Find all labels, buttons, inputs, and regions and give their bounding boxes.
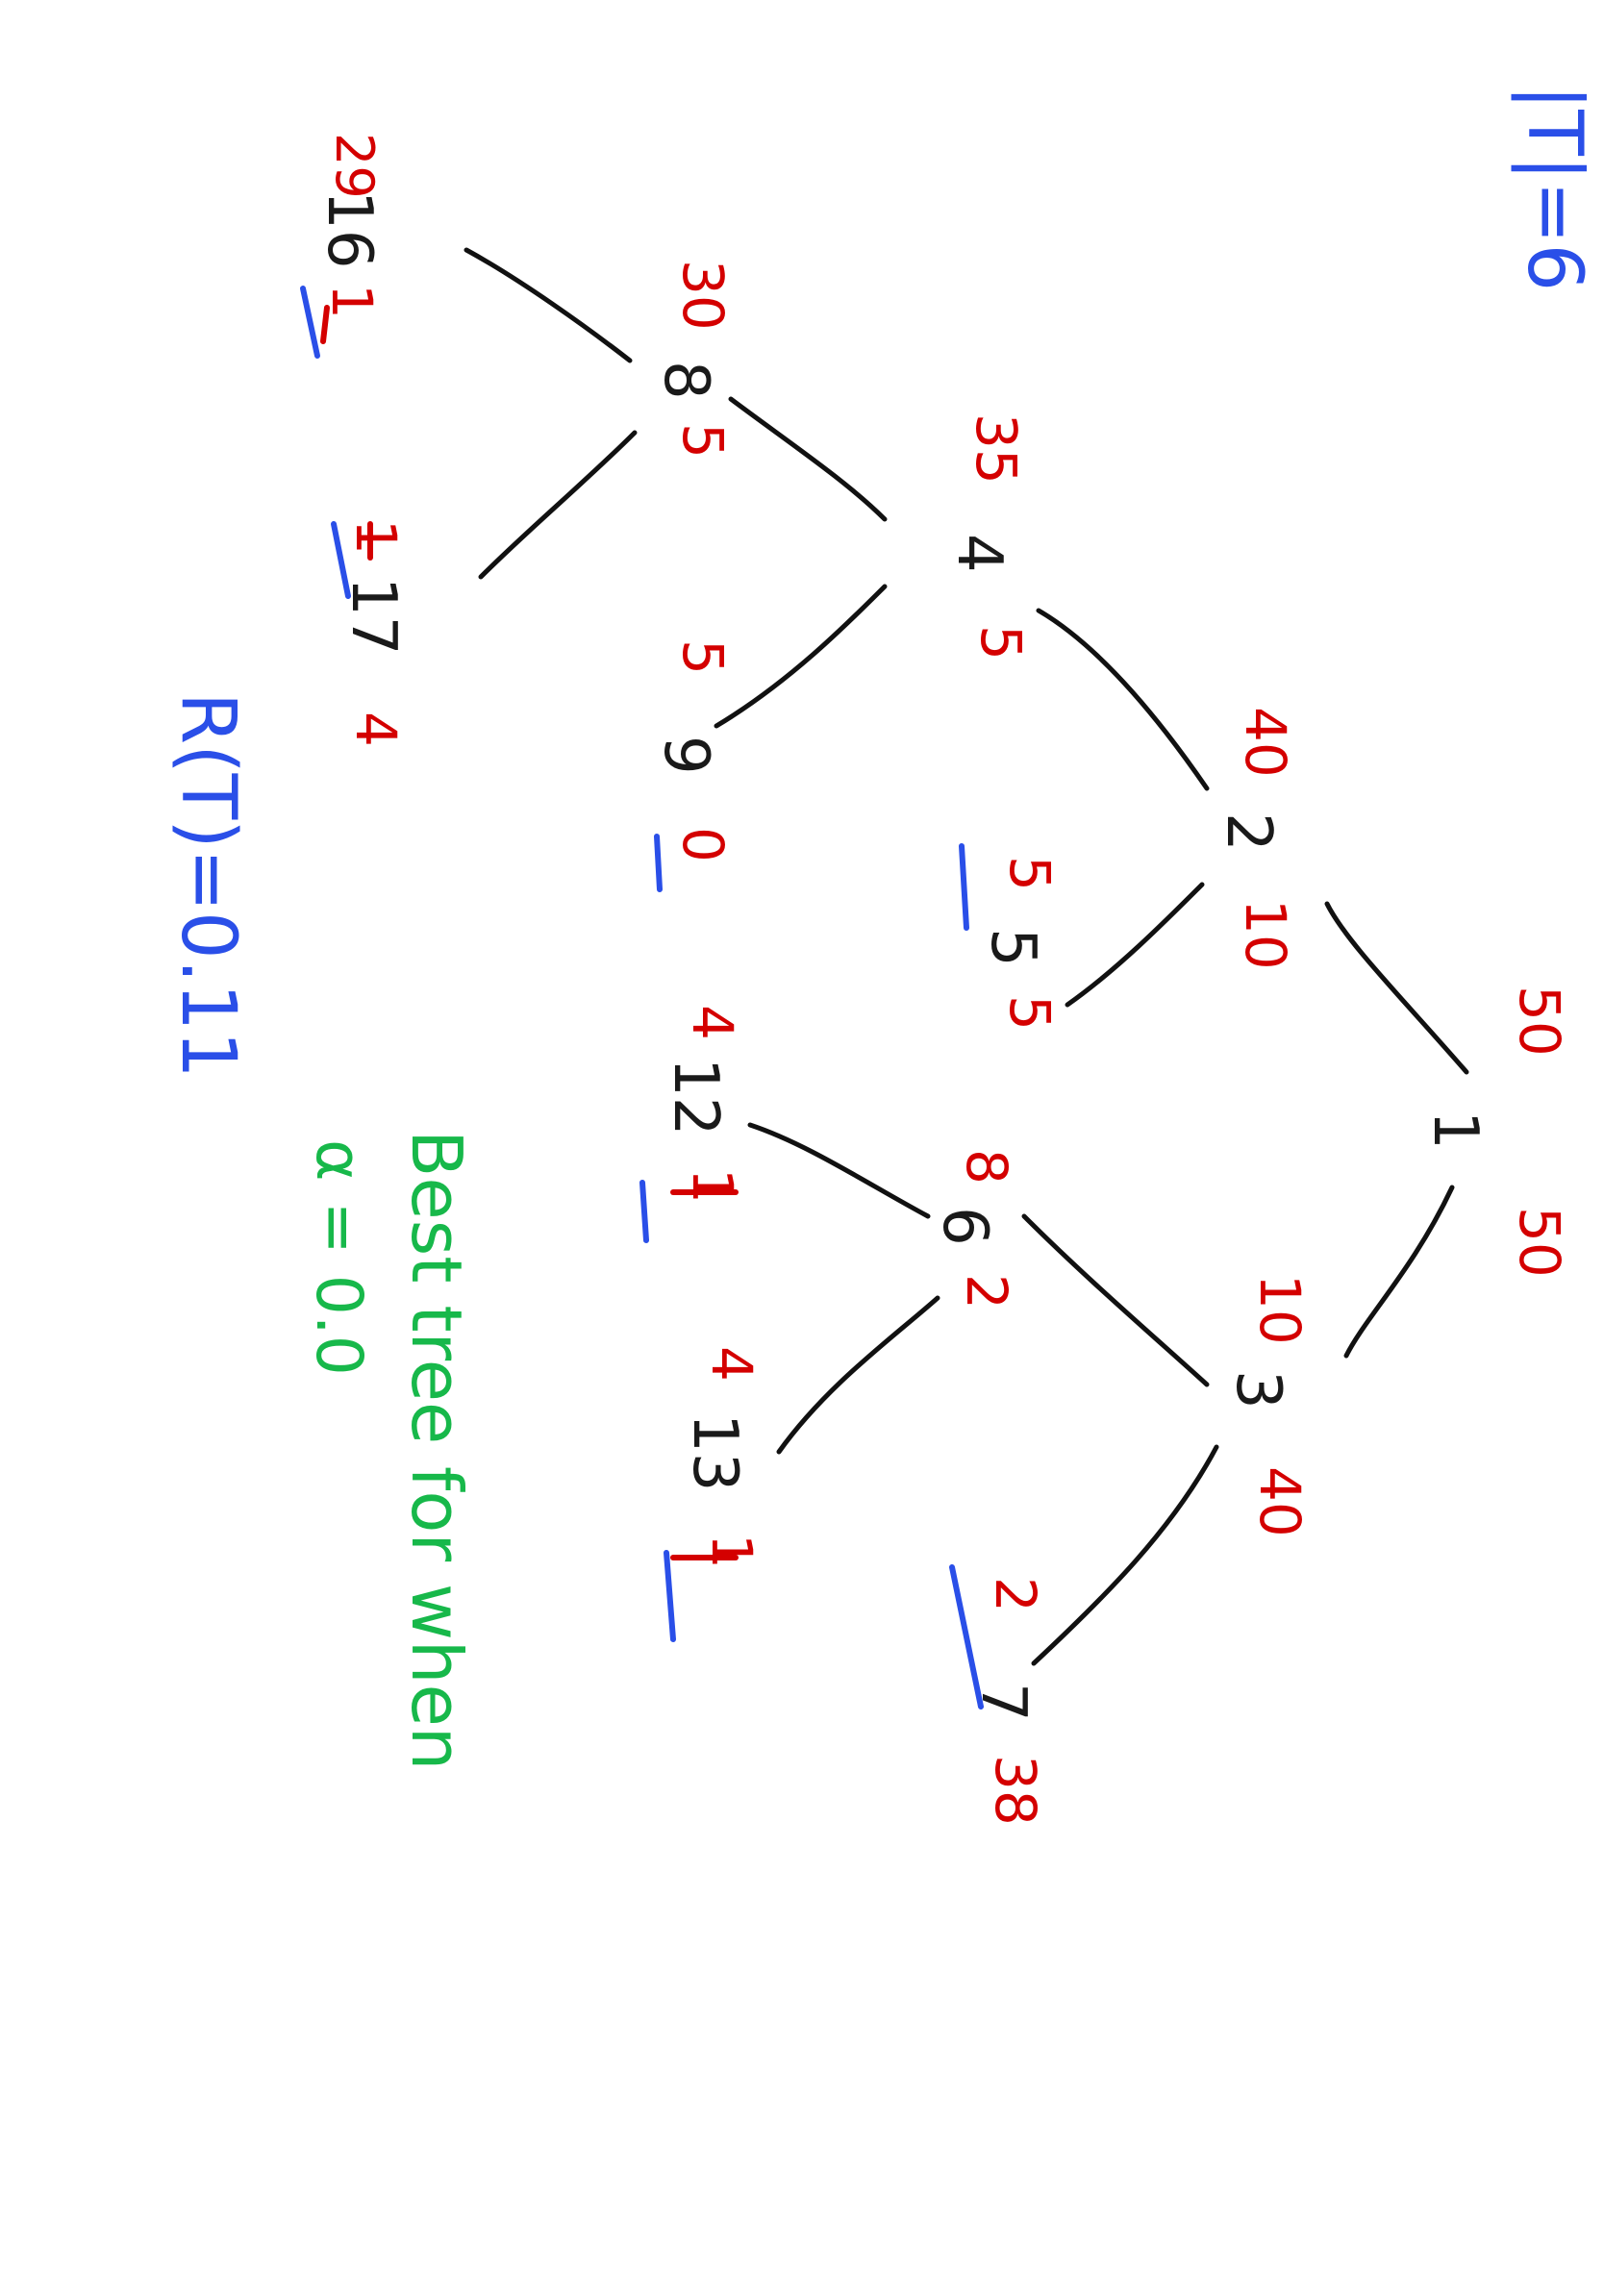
node-16-id: 16 [313, 190, 385, 269]
edge-6-12 [747, 1122, 931, 1219]
node-6-id: 6 [929, 1207, 1000, 1246]
node-7-right-count: 38 [983, 1755, 1048, 1826]
node-8-id: 8 [650, 361, 721, 400]
edge-8-16 [464, 247, 633, 363]
node-4-id: 4 [943, 534, 1015, 573]
leaf-mark-12 [639, 1180, 649, 1243]
node-1-right-count: 50 [1507, 1207, 1572, 1278]
node-3-left-count: 10 [1247, 1274, 1313, 1345]
node-9-right-count: 0 [670, 827, 736, 862]
node-17-left-count: 1 [343, 519, 409, 555]
edge-2-4 [1036, 608, 1210, 791]
edge-4-8 [728, 396, 888, 522]
leaf-mark-5 [959, 843, 969, 931]
edge-1-2 [1324, 901, 1469, 1075]
node-9-id: 9 [650, 736, 721, 775]
edge-6-13 [776, 1295, 940, 1455]
leaf-mark-16 [300, 286, 320, 359]
node-13-right-count: 1 [699, 1534, 764, 1569]
tree-size-label: |T|=6 [1511, 85, 1597, 292]
node-3-right-count: 40 [1247, 1466, 1313, 1537]
node-7-id: 7 [967, 1683, 1039, 1722]
node-16-left-count: 29 [324, 133, 385, 199]
leaf-mark-9 [654, 834, 663, 892]
node-9-left-count: 5 [670, 639, 736, 675]
node-2-right-count: 10 [1233, 899, 1298, 970]
node-1-left-count: 50 [1507, 986, 1572, 1057]
node-4-left-count: 35 [964, 413, 1029, 485]
edge-2-5 [1065, 882, 1205, 1008]
node-12-right-count: 1 [680, 1168, 745, 1204]
node-17-id: 17 [338, 577, 409, 656]
node-16-right-count: 1 [319, 284, 385, 319]
node-8-left-count: 30 [670, 260, 736, 331]
tick-16 [320, 305, 330, 344]
note-line-2: α = 0.0 [302, 1139, 376, 1376]
node-4-right-count: 5 [968, 625, 1034, 661]
node-13-id: 13 [679, 1413, 750, 1492]
node-5-id: 5 [977, 928, 1048, 967]
risk-label: R(T)=0.11 [164, 692, 251, 1079]
node-7-left-count: 2 [983, 1577, 1048, 1612]
node-2-id: 2 [1213, 812, 1284, 852]
node-1-id: 1 [1419, 1111, 1491, 1150]
leaf-mark-17 [331, 521, 351, 599]
node-5-right-count: 5 [997, 995, 1063, 1031]
node-5-left-count: 5 [997, 856, 1063, 891]
leaf-mark-7 [949, 1564, 984, 1710]
node-8-right-count: 5 [670, 423, 736, 459]
node-3-id: 3 [1222, 1370, 1293, 1410]
node-17-right-count: 4 [343, 711, 409, 747]
node-12-left-count: 4 [680, 1005, 745, 1040]
node-13-left-count: 4 [699, 1346, 764, 1382]
node-12-id: 12 [660, 1058, 731, 1136]
node-6-right-count: 2 [954, 1274, 1019, 1310]
edge-1-3 [1343, 1185, 1455, 1359]
node-2-left-count: 40 [1233, 707, 1298, 778]
leaf-mark-13 [664, 1550, 676, 1642]
edge-8-17 [478, 430, 638, 580]
edge-4-9 [714, 584, 888, 729]
edge-3-6 [1021, 1213, 1210, 1387]
node-6-left-count: 8 [954, 1149, 1019, 1185]
note-line-1: Best tree for when [396, 1130, 477, 1771]
edge-3-7 [1031, 1444, 1219, 1666]
